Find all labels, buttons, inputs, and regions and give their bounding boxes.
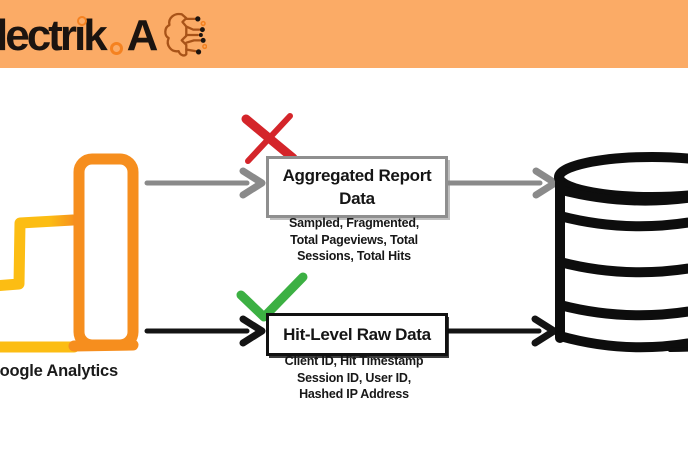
hitlevel-detail-line: Session ID, User ID, <box>296 370 412 385</box>
logo-i-dot-icon <box>76 16 87 26</box>
hit-level-data-details: Client ID, Hit Timestamp Session ID, Use… <box>244 353 464 403</box>
arrow-hitlevel-to-database <box>441 315 558 347</box>
hitlevel-box-title: Hit-Level Raw Data <box>283 324 431 344</box>
hitlevel-detail-line: Hashed IP Address <box>299 387 409 401</box>
logo-suffix: A <box>126 11 159 60</box>
aggregated-data-details: Sampled, Fragmented, Total Pageviews, To… <box>244 215 464 265</box>
hitlevel-detail-line: Client ID, Hit Timestamp <box>284 354 424 368</box>
arrow-ga-to-aggregated <box>144 167 266 199</box>
aggregated-report-data-box: Aggregated Report Data <box>266 156 448 218</box>
aggregated-box-title-line2: Data <box>339 189 375 208</box>
green-check-icon <box>236 272 308 322</box>
logo-dot-icon <box>109 42 123 55</box>
aggregated-detail-line: Sessions, Total Hits <box>297 249 411 263</box>
google-analytics-label: Google Analytics <box>0 362 118 380</box>
logo-text-pre: lectr <box>0 11 77 60</box>
red-x-icon <box>241 113 298 164</box>
logo-text-post: k <box>83 11 108 60</box>
aggregated-detail-line: Sampled, Fragmented, <box>288 216 420 230</box>
hit-level-raw-data-box: Hit-Level Raw Data <box>266 313 448 356</box>
database-icon <box>554 152 688 353</box>
google-analytics-bars-icon <box>0 153 139 353</box>
brain-circuit-icon <box>164 12 208 57</box>
arrow-ga-to-hitlevel <box>144 315 266 347</box>
arrow-aggregated-to-database <box>442 167 559 199</box>
aggregated-box-title-line1: Aggregated Report <box>282 166 432 185</box>
aggregated-detail-line: Total Pageviews, Total <box>290 232 418 247</box>
